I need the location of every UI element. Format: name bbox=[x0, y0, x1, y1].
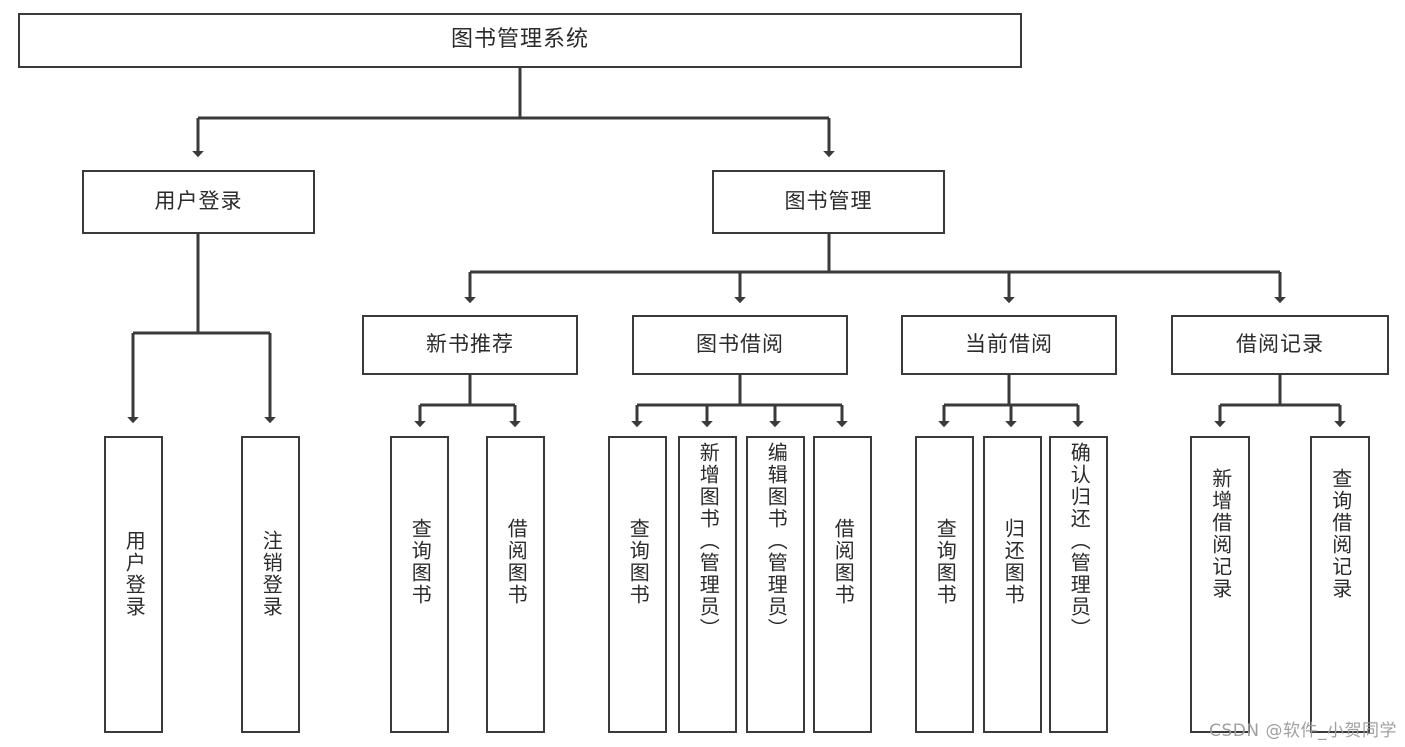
node-label: 图书管理系统 bbox=[450, 27, 589, 53]
node-label: 新增借阅记录 bbox=[1208, 468, 1233, 600]
node-user-login[interactable]: 用户登录 bbox=[82, 170, 315, 234]
node-label: 借阅图书 bbox=[831, 518, 856, 606]
node-label: 查询借阅记录 bbox=[1328, 468, 1353, 600]
leaf-borrow-record-add[interactable]: 新增借阅记录 bbox=[1190, 436, 1250, 733]
leaf-book-borrow-add[interactable]: 新增图书（管理员） bbox=[678, 436, 737, 733]
node-label: 查询图书 bbox=[933, 518, 958, 606]
node-label: 借阅记录 bbox=[1236, 332, 1324, 357]
leaf-book-borrow-query[interactable]: 查询图书 bbox=[608, 436, 667, 733]
node-label: 图书管理 bbox=[784, 189, 873, 214]
leaf-new-book-query[interactable]: 查询图书 bbox=[390, 436, 449, 733]
node-label: 新书推荐 bbox=[426, 332, 514, 357]
node-label: 新增图书（管理员） bbox=[696, 442, 721, 640]
node-root-system[interactable]: 图书管理系统 bbox=[18, 13, 1022, 68]
leaf-book-borrow-edit[interactable]: 编辑图书（管理员） bbox=[746, 436, 805, 733]
node-label: 归还图书 bbox=[1001, 518, 1026, 606]
watermark-text: CSDN @软件_小贺同学 bbox=[1209, 721, 1397, 741]
leaf-borrow-record-query[interactable]: 查询借阅记录 bbox=[1310, 436, 1370, 733]
node-label: 编辑图书（管理员） bbox=[764, 442, 789, 640]
leaf-book-borrow-borrow[interactable]: 借阅图书 bbox=[813, 436, 872, 733]
leaf-user-login-logout[interactable]: 注销登录 bbox=[241, 436, 300, 733]
node-book-borrow[interactable]: 图书借阅 bbox=[632, 315, 848, 375]
leaf-current-borrow-return[interactable]: 归还图书 bbox=[983, 436, 1042, 733]
node-label: 查询图书 bbox=[626, 518, 651, 606]
leaf-user-login-login[interactable]: 用户登录 bbox=[104, 436, 163, 733]
node-label: 图书借阅 bbox=[696, 332, 784, 357]
node-new-book-recommend[interactable]: 新书推荐 bbox=[362, 315, 578, 375]
node-label: 借阅图书 bbox=[504, 518, 529, 606]
node-label: 注销登录 bbox=[259, 530, 284, 618]
node-label: 用户登录 bbox=[122, 530, 147, 618]
node-label: 当前借阅 bbox=[965, 332, 1053, 357]
leaf-current-borrow-confirm-return[interactable]: 确认归还（管理员） bbox=[1049, 436, 1108, 733]
node-book-management[interactable]: 图书管理 bbox=[712, 170, 945, 234]
node-borrow-record[interactable]: 借阅记录 bbox=[1171, 315, 1389, 375]
node-label: 查询图书 bbox=[408, 518, 433, 606]
node-label: 用户登录 bbox=[154, 189, 243, 214]
leaf-new-book-borrow[interactable]: 借阅图书 bbox=[486, 436, 545, 733]
node-current-borrow[interactable]: 当前借阅 bbox=[901, 315, 1117, 375]
node-label: 确认归还（管理员） bbox=[1067, 442, 1092, 640]
leaf-current-borrow-query[interactable]: 查询图书 bbox=[915, 436, 974, 733]
